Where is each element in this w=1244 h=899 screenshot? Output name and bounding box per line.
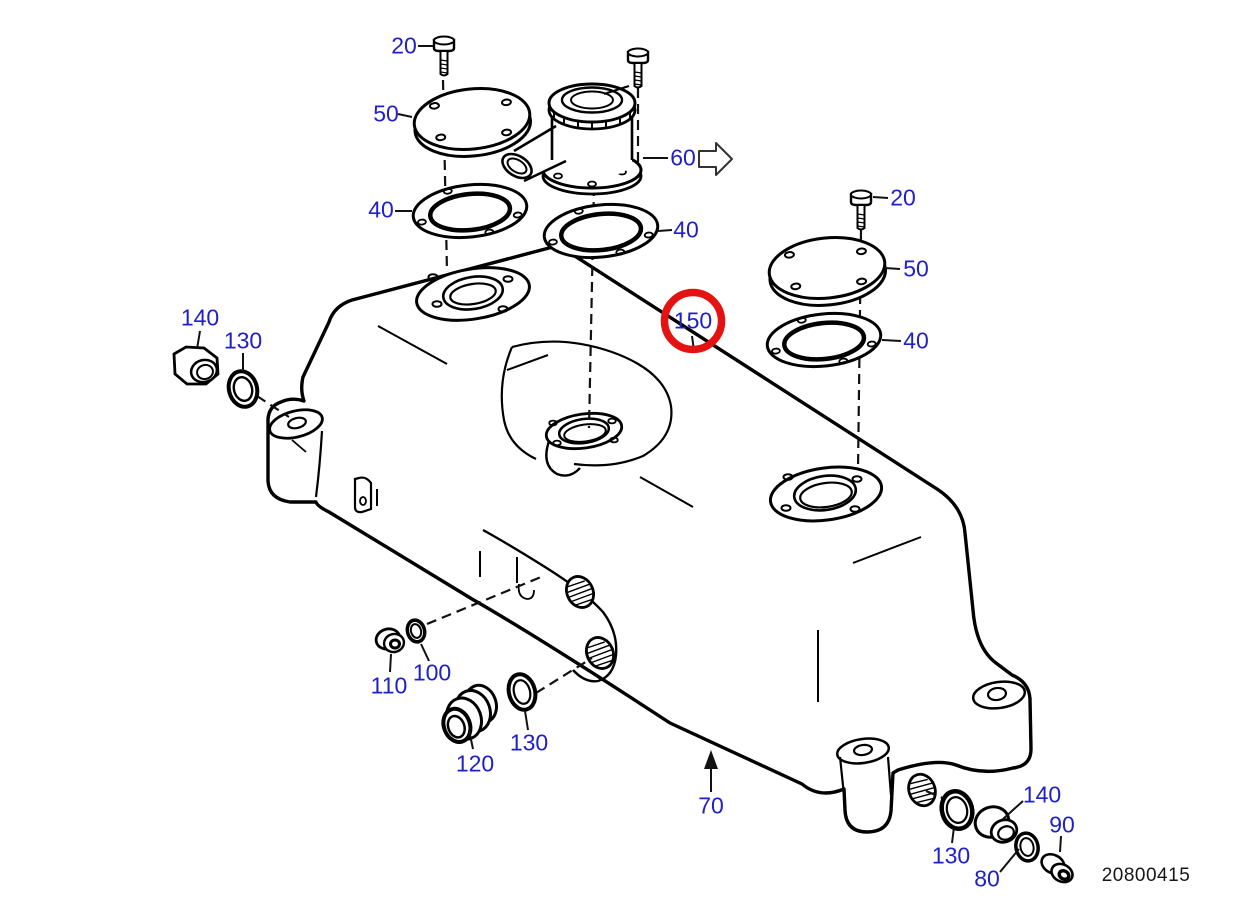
bolt-icon: [432, 35, 456, 77]
callout-20-top-right: 20: [890, 184, 916, 211]
callout-100: 100: [412, 659, 452, 686]
highlight-circle-150: [660, 288, 726, 354]
callout-90: 90: [1049, 811, 1075, 838]
tank-body: [266, 244, 1033, 834]
bolt-icon: [849, 189, 873, 231]
filler-cap: [501, 82, 643, 196]
plug-small: [374, 627, 406, 654]
callout-150-highlighted: 150: [673, 307, 713, 334]
sealing-ring-left: [226, 369, 260, 409]
threaded-hole-rear: [902, 769, 942, 811]
drain-pad: [479, 528, 620, 683]
callout-40-top-middle: 40: [673, 216, 699, 243]
hose-connector: [441, 683, 499, 745]
sealing-ring-rear: [939, 788, 975, 832]
sealing-ring-mid: [506, 672, 538, 712]
callout-130-left: 130: [223, 327, 263, 354]
callout-130-bottom-right: 130: [931, 842, 971, 869]
plug-90: [1040, 852, 1074, 884]
plug-fitting-rear: [973, 805, 1019, 844]
callout-140-left: 140: [180, 304, 220, 331]
mounting-foot-right: [971, 680, 1027, 710]
callout-130-bottom-left: 130: [509, 729, 549, 756]
top-left-opening: [415, 266, 531, 322]
o-ring-80: [1014, 831, 1040, 863]
surface-accent-lines: [377, 325, 922, 702]
callout-80: 80: [974, 865, 1000, 892]
callout-20-top-left: 20: [391, 32, 417, 59]
tank-silhouette: [266, 244, 1033, 834]
continuation-arrow-icon: [698, 142, 733, 176]
gasket-ring: [411, 179, 530, 243]
clip-bracket: [353, 476, 378, 514]
gasket-ring: [542, 199, 661, 263]
gasket-ring: [765, 308, 884, 372]
callout-40-top-left: 40: [368, 196, 394, 223]
callout-60-filler-cap: 60: [670, 144, 696, 171]
pointer-arrow-70: [704, 750, 718, 792]
callout-70: 70: [698, 792, 724, 819]
callout-50-top-left: 50: [373, 100, 399, 127]
plug-fitting-left: [172, 345, 220, 386]
cover-plate: [764, 230, 891, 313]
callout-140-bottom-right: 140: [1022, 781, 1062, 808]
callout-120: 120: [455, 750, 495, 777]
right-opening: [768, 465, 884, 523]
callout-40-top-right: 40: [903, 327, 929, 354]
mounting-foot-left: [268, 408, 324, 498]
mounting-foot-bottom: [835, 737, 893, 796]
sealing-ring-small: [405, 618, 427, 644]
callout-110: 110: [370, 672, 408, 699]
callout-50-top-right: 50: [903, 255, 929, 282]
drawing-part-number: 20800415: [1101, 865, 1191, 886]
middle-opening: [500, 340, 673, 477]
bolt-icon: [626, 47, 650, 89]
